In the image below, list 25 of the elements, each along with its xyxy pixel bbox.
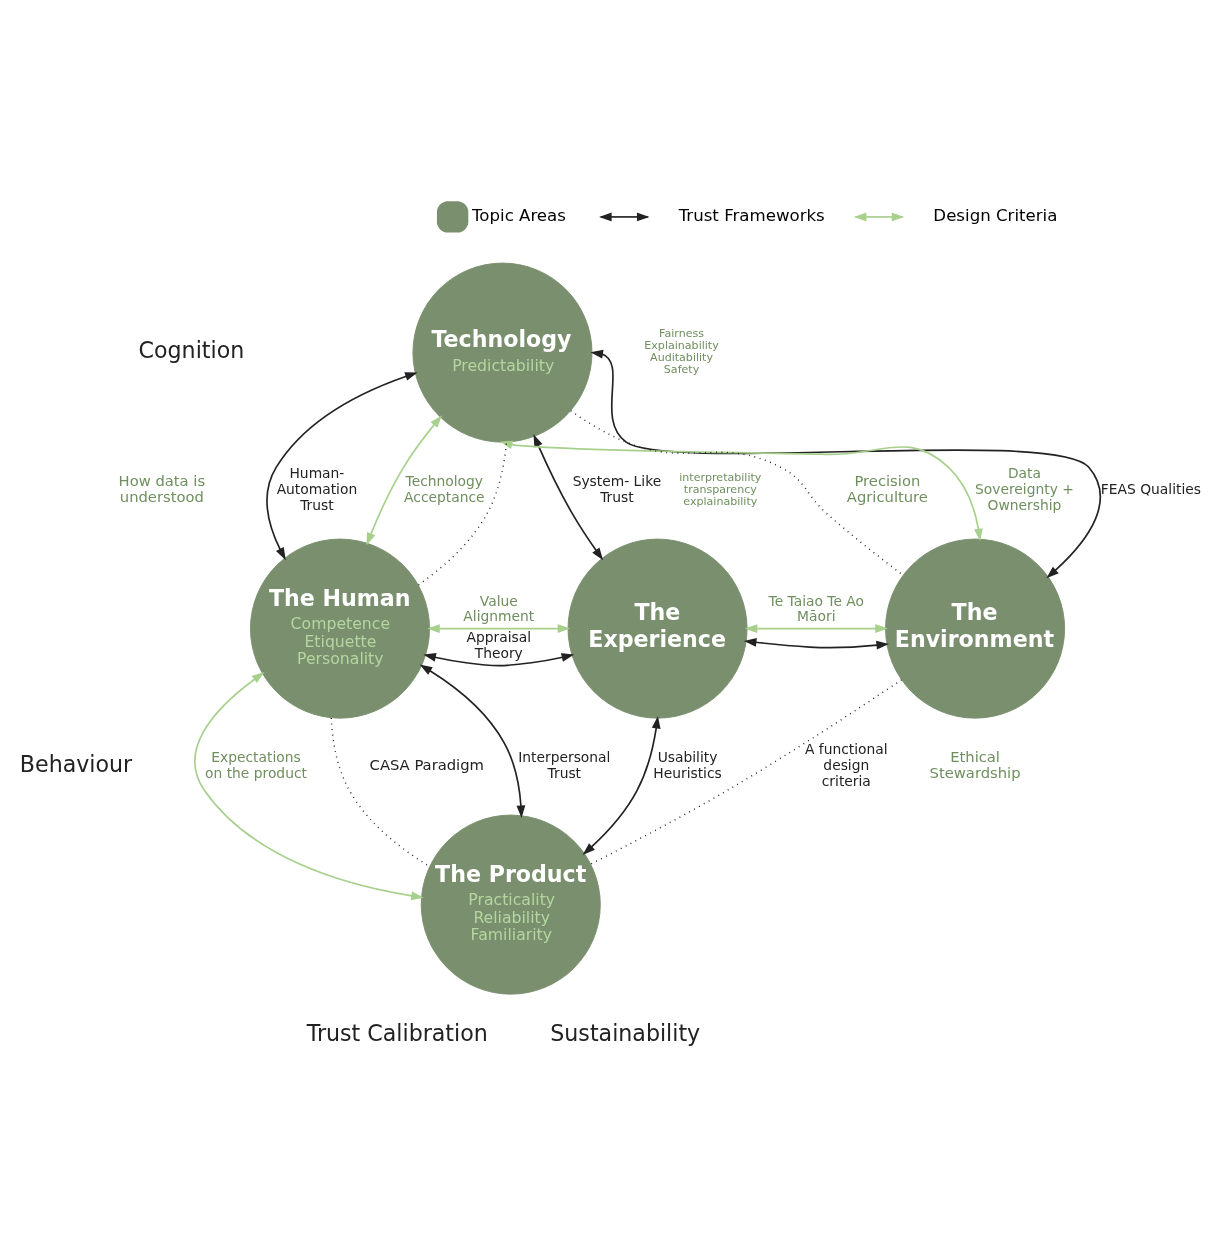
label: CASA Paradigm	[369, 756, 484, 774]
legend-label: Trust Frameworks	[678, 205, 825, 225]
label: How data is understood	[118, 471, 206, 506]
label: Ethical Stewardship	[929, 747, 1021, 782]
label: Fairness Explainability Auditability Safety	[644, 327, 719, 377]
legend-label: Design Criteria	[933, 205, 1058, 225]
edge-label: Data Sovereignty + Ownership	[975, 465, 1074, 513]
edge-label: Human- Automation Trust	[276, 465, 358, 513]
edge-label: Te Taiao Te Ao Māori	[768, 592, 865, 625]
label: Trust Calibration	[306, 1020, 488, 1047]
edge-label: Usability Heuristics	[653, 749, 722, 781]
edge-label: A functional design criteria	[804, 741, 888, 789]
edge-label: Appraisal Theory	[466, 629, 532, 662]
edge-label: Expectations on the product	[205, 749, 307, 781]
label: Cognition	[138, 337, 245, 364]
edge-label: Interpersonal Trust	[518, 749, 611, 781]
edge-label: Technology Acceptance	[404, 473, 485, 505]
edge-label: Value Alignment	[463, 592, 535, 625]
label: interpretability transparency explainability	[679, 471, 762, 509]
label: Sustainability	[550, 1020, 701, 1047]
label: Behaviour	[19, 751, 133, 778]
edge-label: System- Like Trust	[572, 473, 662, 505]
label: Precision Agriculture	[846, 471, 928, 506]
legend-label: Topic Areas	[472, 205, 566, 225]
edge-label: FEAS Qualities	[1100, 480, 1201, 497]
